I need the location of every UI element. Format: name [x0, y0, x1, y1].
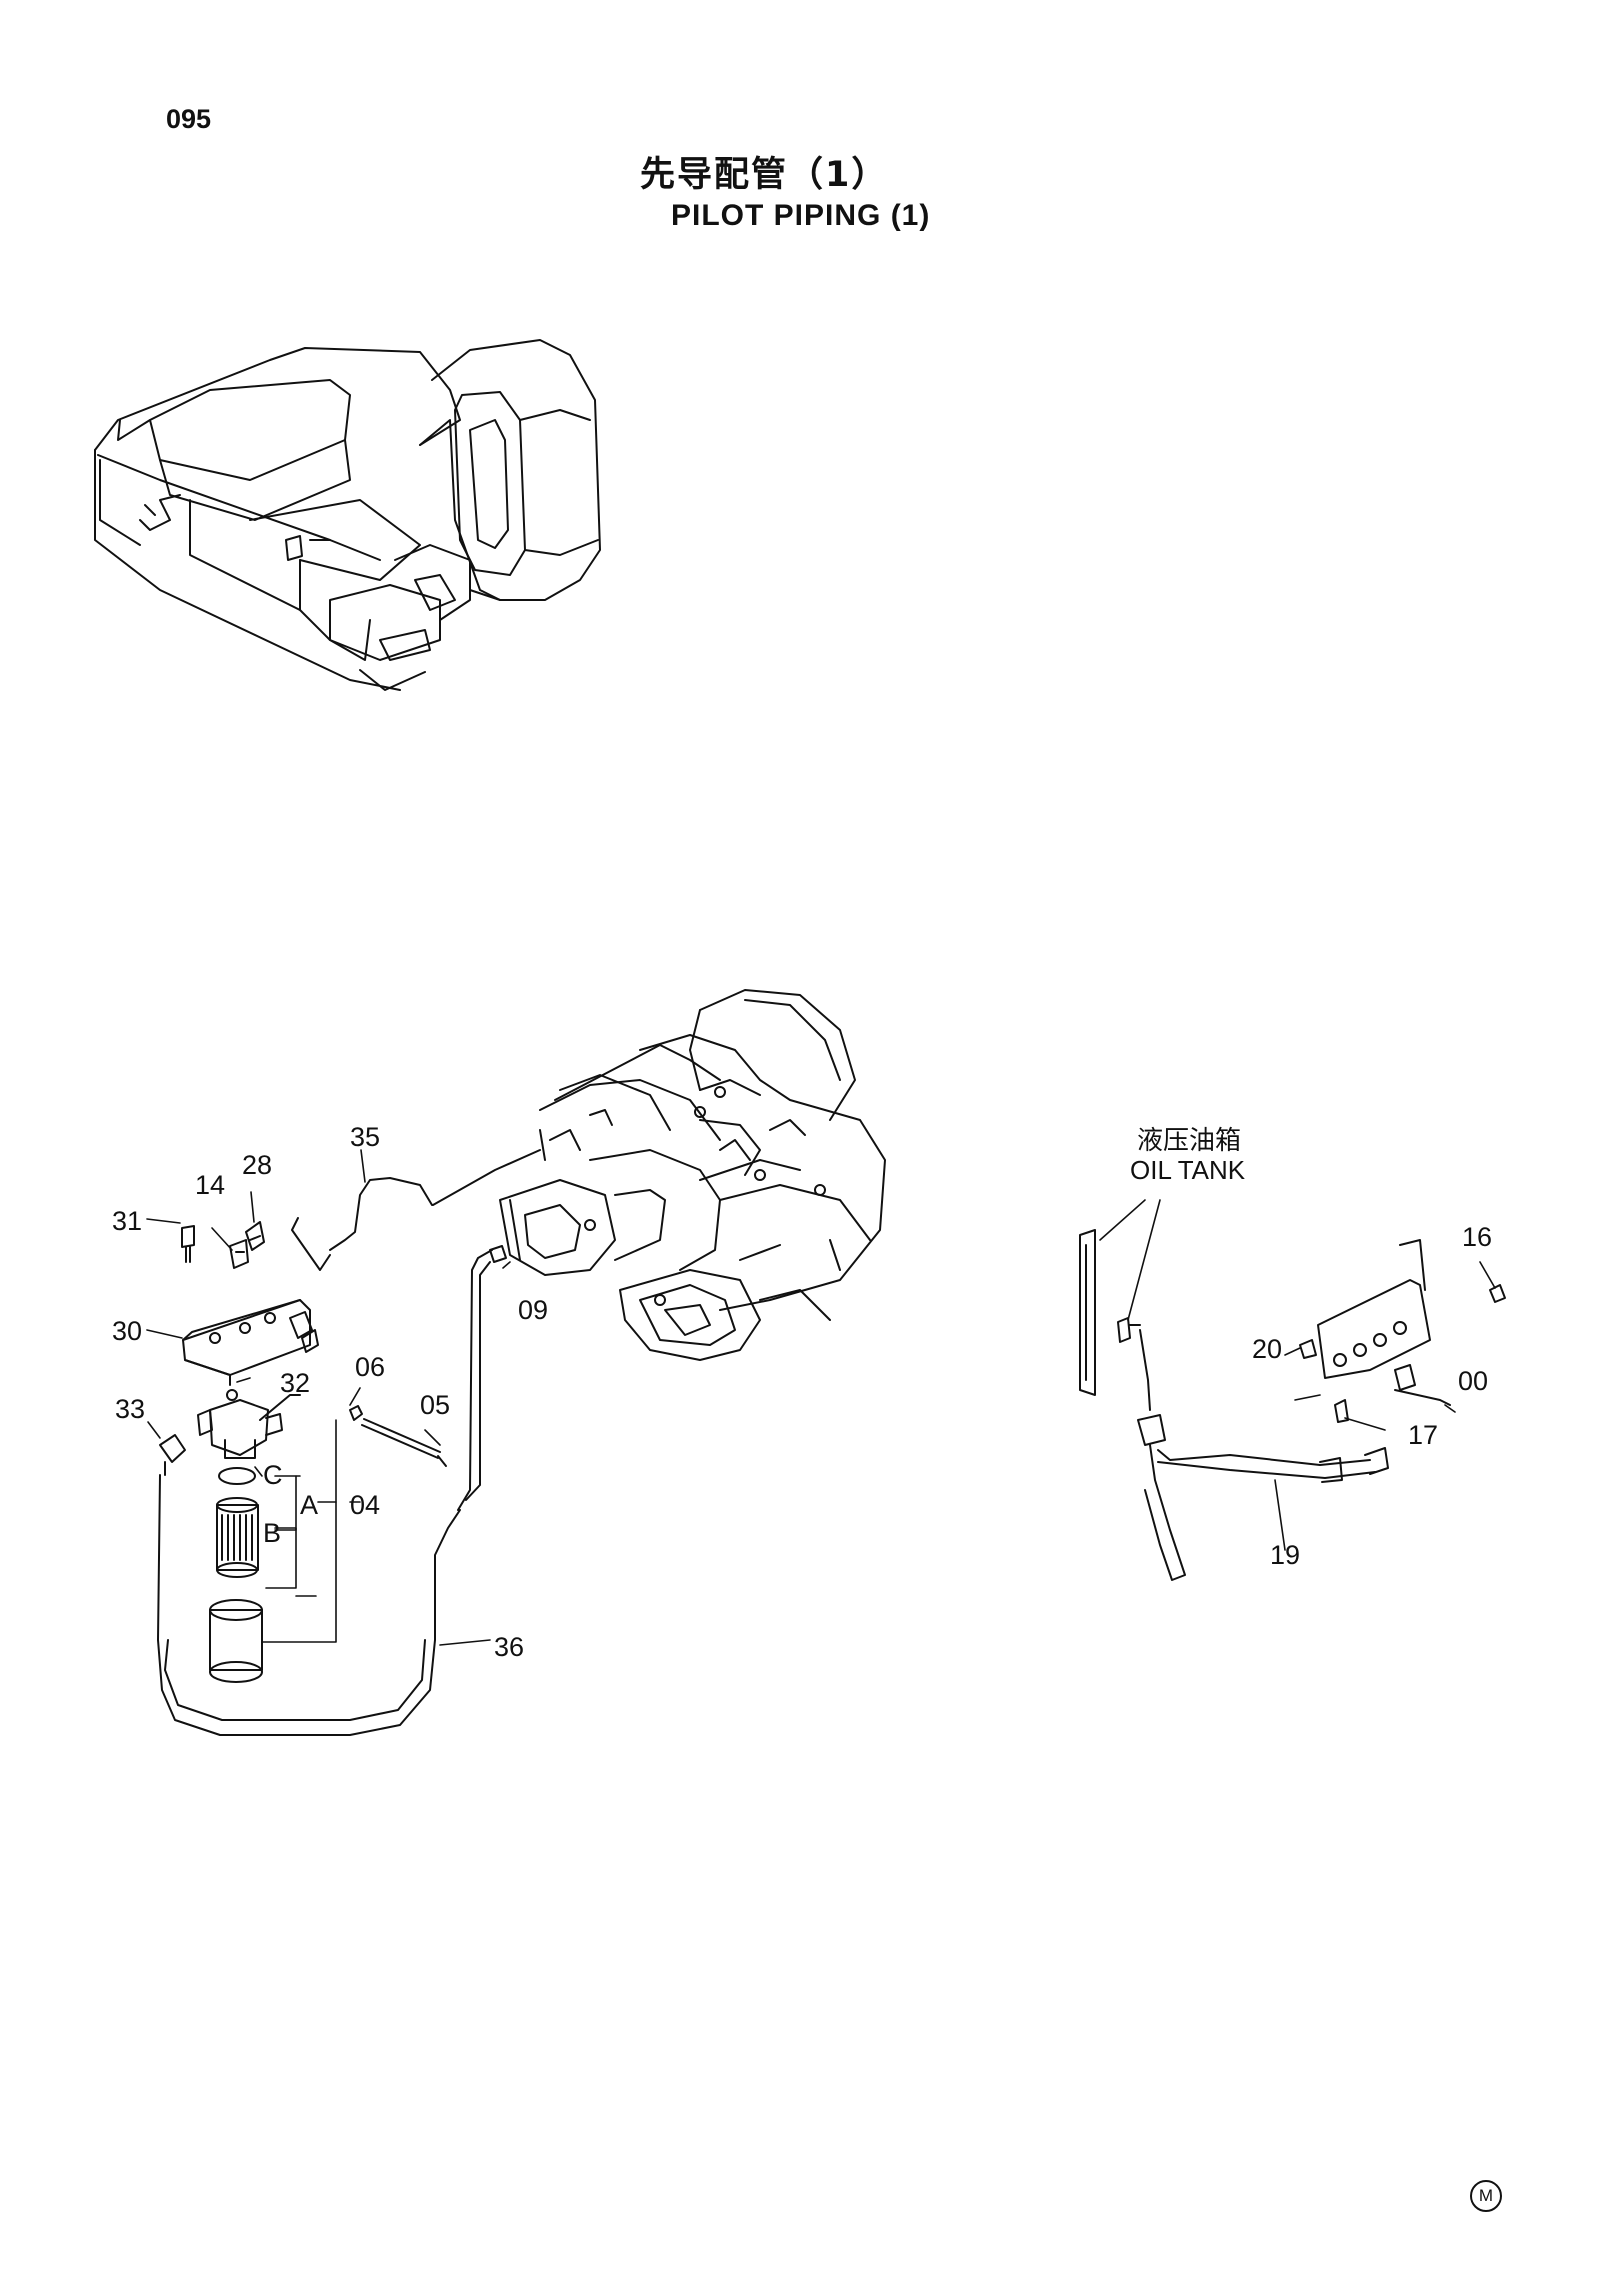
- oil-tank-lines-drawing: [1079, 1229, 1506, 1581]
- pilot-filter-block-drawing: [159, 1221, 447, 1683]
- callout-19: 19: [1270, 1540, 1301, 1570]
- callout-30: 30: [112, 1316, 143, 1346]
- callout-16: 16: [1462, 1222, 1493, 1252]
- oil-tank-label-chinese: 液压油箱: [1137, 1126, 1242, 1156]
- callout-leader-lines: [146, 1149, 1496, 1646]
- hydraulic-pump-assembly-drawing: [499, 989, 886, 1361]
- callout-36: 36: [494, 1632, 525, 1662]
- pilot-hoses-drawing: [157, 1149, 541, 1736]
- callout-A: A: [300, 1490, 319, 1520]
- callout-14: 14: [195, 1170, 226, 1200]
- callout-28: 28: [242, 1150, 273, 1180]
- machine-overview-drawing: [94, 339, 601, 691]
- callout-05: 05: [420, 1390, 451, 1420]
- callout-00: 00: [1458, 1366, 1489, 1396]
- callout-06: 06: [355, 1352, 386, 1382]
- callout-20: 20: [1252, 1334, 1283, 1364]
- callout-35: 35: [350, 1122, 381, 1152]
- m-mark-icon: M: [1470, 2180, 1502, 2212]
- callout-31: 31: [112, 1206, 143, 1236]
- callout-B: B: [263, 1518, 282, 1548]
- title-chinese: 先导配管（1）: [640, 155, 889, 195]
- title-english: PILOT PIPING (1): [671, 199, 931, 232]
- callout-09: 09: [518, 1295, 549, 1325]
- callout-32: 32: [280, 1368, 311, 1398]
- callout-17: 17: [1408, 1420, 1439, 1450]
- callout-33: 33: [115, 1394, 146, 1424]
- oil-tank-label-english: OIL TANK: [1130, 1155, 1246, 1185]
- callout-04: 04: [350, 1490, 381, 1520]
- page-number: 095: [166, 104, 212, 134]
- callout-C: C: [263, 1460, 283, 1490]
